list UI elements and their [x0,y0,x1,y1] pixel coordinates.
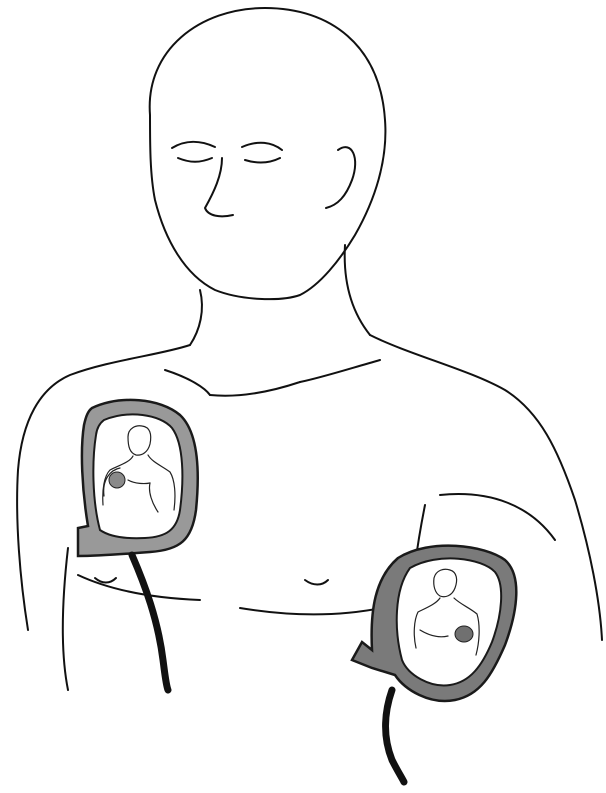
sternum-notch [210,382,300,396]
ear [326,147,355,208]
collarbone-right [300,360,380,382]
left-nipple [95,578,116,583]
pad-placement-dot [455,626,473,642]
left-eye-lower [178,158,212,162]
pad-cable [132,555,168,690]
right-eye-lower [245,158,280,162]
collarbone-left [165,370,210,395]
right-eye [242,143,282,150]
pad-placement-dot [109,472,125,488]
head-outline [150,8,386,299]
neck-left [190,290,202,345]
right-nipple [305,580,328,585]
pad-upper-right-chest [78,400,198,690]
left-arm-inner [63,548,68,690]
pad-lower-left-chest [352,546,516,782]
pad-face [93,414,182,538]
right-arm-outer [440,494,555,540]
neck-right [345,245,370,335]
left-eye [172,142,215,148]
nose [205,158,233,216]
pad-cable [386,690,404,782]
